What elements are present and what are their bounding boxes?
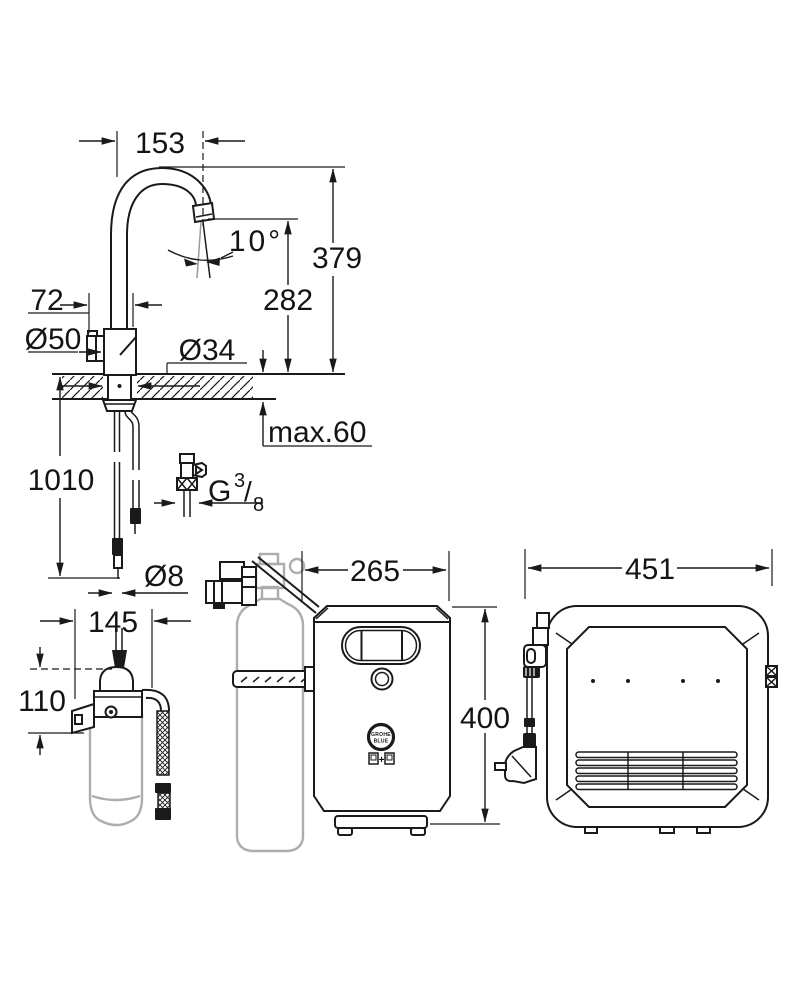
side-foot [659, 826, 675, 834]
dim-cooler-height: 400 [460, 702, 510, 735]
cooler-foot [410, 827, 426, 836]
mounting-strap [251, 560, 317, 614]
nozzle-face-line [195, 213, 213, 218]
dim-filter-width: 145 [88, 606, 138, 639]
filter-head-cap [99, 665, 134, 692]
logo-brand-text: GROHE [371, 732, 391, 738]
angle-leader [220, 251, 234, 259]
thread-prefix: G [208, 475, 231, 508]
dim-hose-diameter: Ø8 [144, 560, 184, 593]
mounting-strap [257, 556, 320, 608]
band-ticks [240, 676, 308, 683]
panel-corner-seam [742, 788, 760, 801]
angle-arrow-right [206, 257, 220, 266]
vent-grille [575, 751, 738, 791]
spout-outer-curve [110, 166, 212, 331]
inlet-valve [523, 644, 547, 678]
cooler-front-view: GROHE BLUE + [205, 552, 451, 853]
panel-corner-seam [555, 788, 573, 801]
corner-seam [315, 607, 329, 620]
dim-cooler-depth: 451 [625, 553, 675, 586]
shank-center-dot [117, 384, 122, 388]
glasses-plus-icon: + [379, 755, 385, 766]
bracket-screw-dot [109, 710, 113, 714]
inlet-fitting [112, 650, 127, 668]
side-bracket [765, 665, 778, 688]
mounting-nut [101, 399, 138, 412]
dimension-annotations: 153 10° 379 282 72 Ø50 Ø34 max.60 [18, 127, 773, 825]
braided-hose-lower [157, 792, 171, 810]
angle-arc [167, 249, 234, 261]
power-cord [524, 678, 535, 735]
panel-dot [681, 679, 685, 683]
cooler-foot [337, 827, 353, 836]
cooler-base [334, 815, 428, 829]
dim-height-spout-top: 379 [312, 242, 362, 275]
panel-corner-seam [742, 632, 760, 645]
band-plate [304, 666, 315, 692]
carry-handle-outer [341, 626, 421, 665]
dim-cooler-width: 265 [350, 555, 400, 588]
logo-product-text: BLUE [374, 739, 389, 745]
dim-supply-thread: G 3 / 8 [208, 461, 264, 516]
panel-dot [626, 679, 630, 683]
dim-filter-bracket-height: 110 [18, 685, 66, 718]
braided-hose-upper [156, 710, 170, 776]
co2-bottle-ghost [235, 596, 305, 838]
co2-bottle-bottom [235, 837, 305, 853]
regulator-knob-ghost [288, 557, 306, 575]
body-joint-line [119, 336, 137, 356]
connection-hoses [112, 410, 141, 579]
carry-handle-inner [344, 629, 418, 662]
thread-denominator: 8 [253, 494, 264, 516]
filter-head-body [93, 690, 143, 718]
bracket-slot [74, 714, 83, 725]
outlet-elbow [141, 688, 170, 712]
control-knob-outer [370, 667, 394, 691]
dim-hose-length: 1010 [28, 464, 95, 497]
cooler-side-view [494, 605, 778, 834]
grohe-blue-logo: GROHE BLUE + [366, 722, 396, 766]
faucet-front-view [52, 166, 345, 579]
dim-handle-projection: 72 [30, 284, 63, 317]
control-knob-inner [374, 671, 390, 687]
thread-numerator: 3 [234, 470, 245, 492]
solenoid-valve [205, 561, 257, 609]
spout-inner-curve [126, 182, 197, 331]
dim-max-counter-thickness: max.60 [268, 416, 366, 449]
panel-corner-seam [555, 632, 573, 645]
regulator-cap-ghost [258, 552, 280, 566]
dim-hole-diameter: Ø34 [179, 334, 236, 367]
side-panel [566, 626, 748, 808]
hose-nut-bottom [155, 808, 171, 820]
thread-slash: / [244, 476, 252, 507]
panel-dot [716, 679, 720, 683]
cooler-side-box [546, 605, 769, 828]
angle-arrow-left [184, 258, 198, 267]
panel-dot [591, 679, 595, 683]
countertop-hatch-left [62, 376, 103, 398]
filter-cartridge-ghost [88, 714, 144, 827]
hose-nut-top [155, 783, 171, 793]
top-tab [536, 612, 550, 629]
dim-height-outlet: 282 [263, 284, 313, 317]
cooler-box [313, 605, 451, 812]
cartridge-seam [91, 794, 141, 802]
filter-head-view [71, 628, 171, 827]
schuko-plug [494, 733, 537, 785]
valve-mount [532, 627, 549, 646]
angle-valve [176, 453, 207, 517]
dim-spout-reach: 153 [135, 127, 185, 160]
corner-seam [435, 607, 449, 620]
faucet-body [103, 328, 137, 376]
side-foot [584, 826, 598, 834]
plug-pin [494, 762, 507, 771]
countertop-hatch-right [137, 376, 253, 398]
side-foot [696, 826, 711, 834]
dim-base-diameter: Ø50 [25, 323, 82, 356]
dim-stream-angle: 10° [229, 225, 283, 258]
stream-line-vertical [196, 221, 202, 279]
stream-line-angled [202, 221, 211, 279]
